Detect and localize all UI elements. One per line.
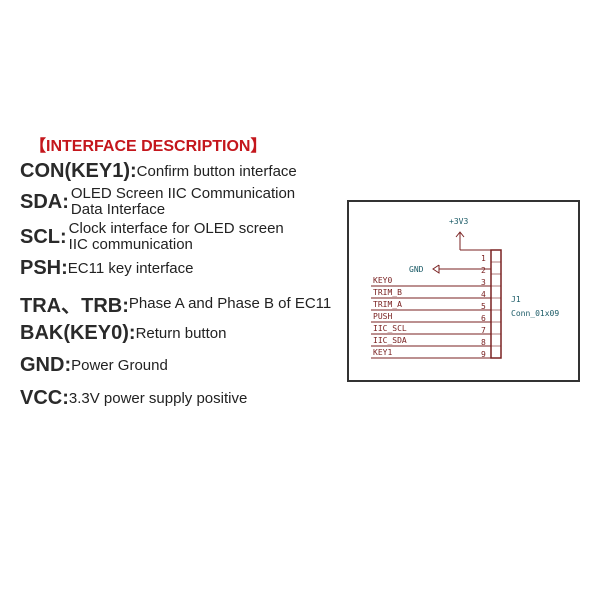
item-vcc: VCC: 3.3V power supply positive [20,387,247,410]
item-key: BAK(KEY0): [20,322,136,344]
item-key: GND: [20,354,72,376]
gnd-label: GND [409,265,424,274]
item-psh: PSH: EC11 key interface [20,257,193,280]
pin-number: 3 [481,278,486,287]
item-key: PSH: [20,257,68,279]
item-key: CON(KEY1): [20,160,137,182]
item-desc-line1: Clock interface for OLED screen [68,220,284,237]
item-key: SDA: [20,190,69,213]
net-label: TRIM_B [373,288,402,297]
net-label: KEY1 [373,348,392,357]
connector-value: Conn_01x09 [511,309,559,318]
pin-number: 9 [481,350,486,359]
pin-number: 5 [481,302,486,311]
pin-number: 8 [481,338,486,347]
pin-number: 2 [481,266,486,275]
pin-number: 7 [481,326,486,335]
net-label: PUSH [373,312,392,321]
item-desc: Power Ground [71,357,168,374]
item-key: TRA、TRB: [20,295,129,317]
item-desc: Confirm button interface [136,163,297,180]
net-label: IIC_SDA [373,336,407,345]
item-desc: Phase A and Phase B of EC11 [128,295,332,312]
net-label: IIC_SCL [373,324,407,333]
pin-number: 1 [481,254,486,263]
item-desc-line2: IIC communication [68,236,193,253]
section-title: 【INTERFACE DESCRIPTION】 [30,138,267,155]
item-desc: 3.3V power supply positive [68,390,248,407]
item-key: VCC: [20,387,69,409]
power-arrow-icon [455,231,465,238]
connector-ref: J1 [511,295,521,304]
item-desc: Return button [135,325,227,342]
item-desc: EC11 key interface [67,260,194,277]
pin-number: 4 [481,290,486,299]
item-desc-line2: Data Interface [70,201,166,218]
item-con: CON(KEY1): Confirm button interface [20,160,297,183]
net-label: TRIM_A [373,300,402,309]
item-gnd: GND: Power Ground [20,354,168,377]
pin-number: 6 [481,314,486,323]
item-scl: SCL: Clock interface for OLED screen IIC… [20,221,284,253]
item-bak: BAK(KEY0): Return button [20,322,226,345]
item-key: SCL: [20,225,67,248]
item-desc-line1: OLED Screen IIC Communication [70,185,296,202]
connector-body [490,249,502,359]
item-tra-trb: TRA、TRB: Phase A and Phase B of EC11 [20,289,331,318]
gnd-arrow-icon [432,264,440,274]
net-label: KEY0 [373,276,392,285]
connector-pins: 1 2 3 4 5 6 7 8 9 [481,254,501,359]
power-label: +3V3 [449,217,468,226]
item-sda: SDA: OLED Screen IIC Communication Data … [20,186,295,218]
